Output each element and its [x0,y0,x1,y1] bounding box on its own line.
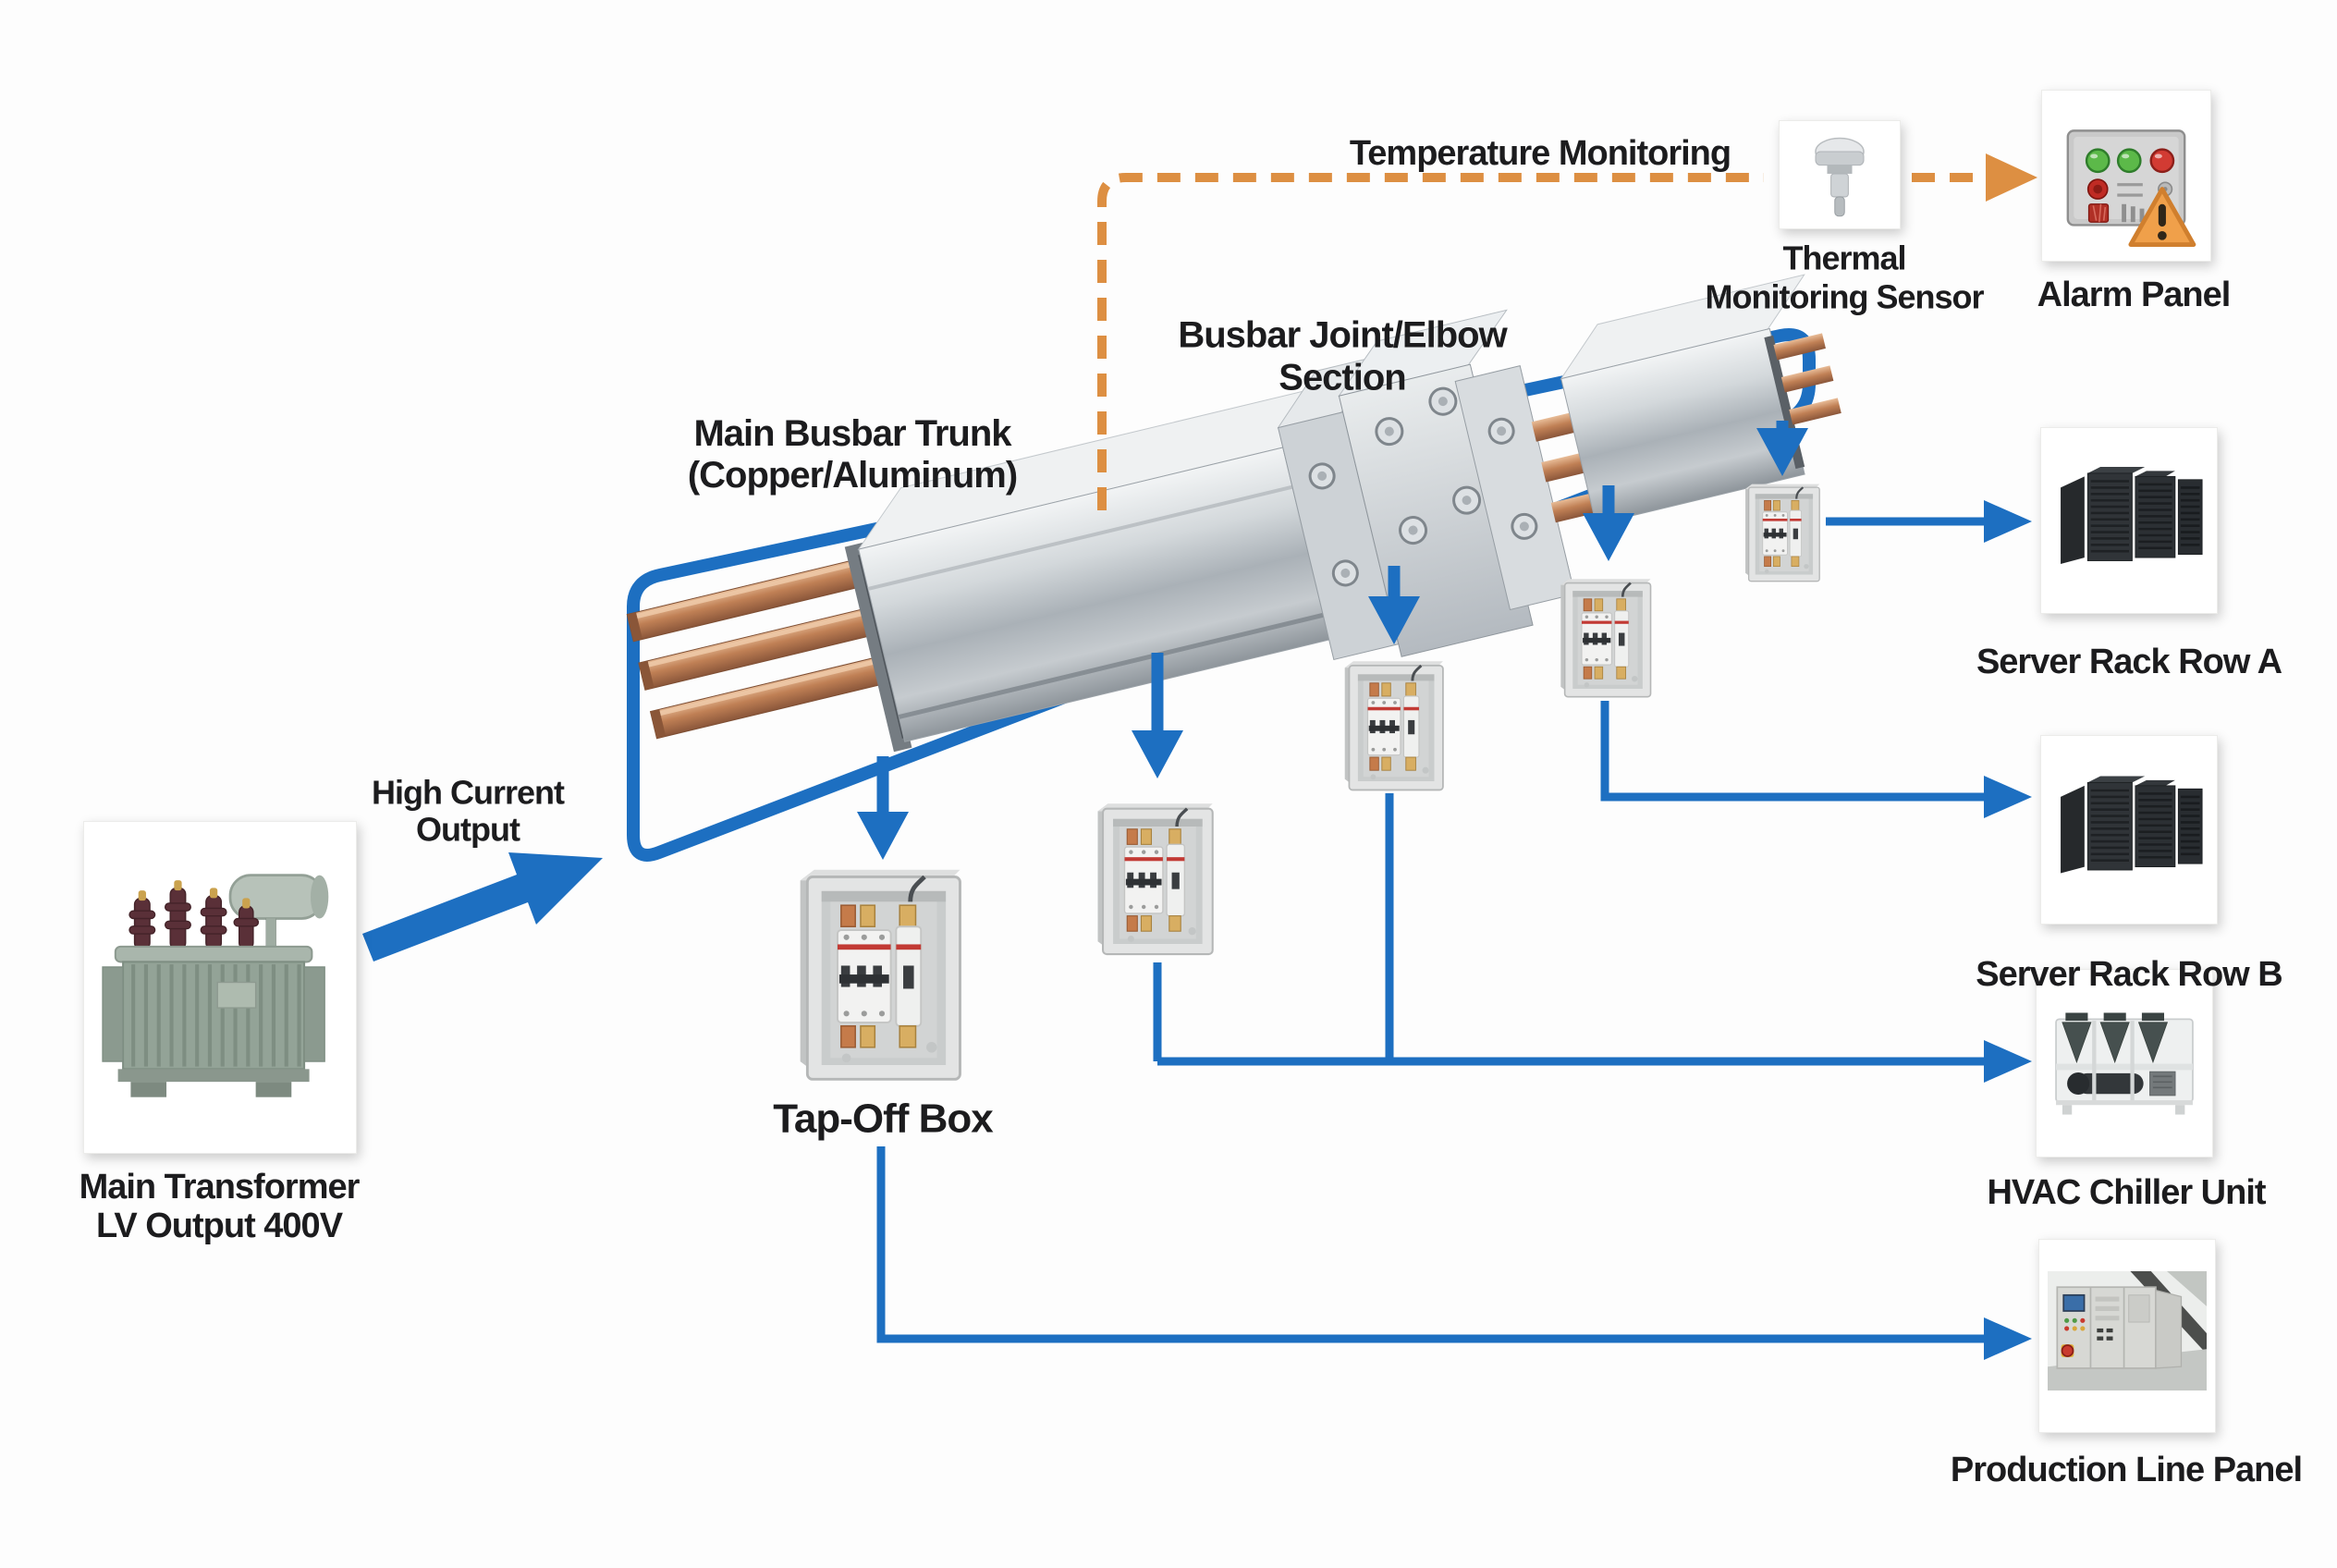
hvac-chiller-text: HVAC Chiller Unit [1987,1172,2266,1212]
thermal-sensor-icon [1815,137,1865,217]
temperature-monitoring-text: Temperature Monitoring [1349,133,1731,173]
busbar-duct-far [1560,274,1841,525]
temperature-monitoring-label: Temperature Monitoring [1350,133,1731,174]
server-rack-a-card [2040,427,2218,614]
alarm-panel-illustration [2066,129,2196,247]
tap-off-box-5 [1741,481,1826,586]
hvac-chiller-illustration [2055,1012,2194,1115]
production-panel-label: Production Line Panel [1950,1450,2303,1490]
transformer-label-line2: LV Output 400V [95,1207,343,1245]
copper-bars [626,551,919,740]
status-leds [2085,148,2175,174]
busbar-joint-label-line2: Section [1279,357,1406,398]
server-rack-b-card [2040,735,2218,925]
server-rack-a-label: Server Rack Row A [1976,642,2282,682]
high-current-label-line2: Output [416,811,520,849]
busbar-joint-illustration [1277,309,1599,661]
alarm-panel-card [2041,90,2211,262]
condenser-fans [2062,1022,2169,1064]
high-current-arrow [362,852,603,962]
server-rack-b-label: Server Rack Row B [1976,954,2282,995]
production-panel-card [2038,1239,2216,1433]
production-panel-illustration [2048,1271,2207,1390]
main-busbar-label: Main Busbar Trunk (Copper/Aluminum) [687,413,1018,496]
tap-off-box-2 [1093,791,1220,969]
server-rack-illustration [2061,776,2203,874]
temperature-monitoring-path [1097,153,2037,510]
transformer-label-line1: Main Transformer [79,1168,361,1207]
transformer-illustration [102,874,329,1097]
main-busbar-label-line1: Main Busbar Trunk [693,413,1011,455]
transformer-label: Main Transformer LV Output 400V [79,1168,361,1246]
busbar-duct-main [844,385,1330,753]
server-rack-b-text: Server Rack Row B [1976,954,2282,994]
tap-off-box-label: Tap-Off Box [773,1095,993,1142]
busbar-trunk-illustration [626,274,1841,753]
thermal-sensor-label: Thermal Monitoring Sensor [1705,239,1985,316]
alarm-panel-text: Alarm Panel [2037,275,2232,314]
hvac-chiller-card [2036,969,2213,1158]
tap-off-box-text: Tap-Off Box [773,1096,993,1142]
bushings [128,880,260,950]
warning-triangle-icon [2128,187,2196,247]
thermal-sensor-label-line2: Monitoring Sensor [1705,277,1985,315]
thermal-sensor-card [1779,120,1901,229]
transformer-card [83,821,357,1154]
busbar-joint-label: Busbar Joint/Elbow Section [1178,314,1507,398]
hvac-chiller-label: HVAC Chiller Unit [1987,1172,2266,1213]
tap-off-box-main [793,862,971,1091]
production-panel-text: Production Line Panel [1950,1450,2303,1489]
tap-off-box-3 [1340,656,1450,797]
high-current-label: High Current Output [372,773,565,850]
tap-off-box-4 [1557,571,1657,706]
tap-off-drop-arrows [857,421,1808,860]
alarm-panel-label: Alarm Panel [2037,275,2232,315]
thermal-sensor-label-line1: Thermal [1782,239,1906,277]
load-feeder-lines [876,500,2032,1360]
server-rack-illustration [2061,467,2203,564]
high-current-label-line1: High Current [372,773,565,812]
busbar-joint-label-line1: Busbar Joint/Elbow [1178,314,1507,356]
server-rack-a-text: Server Rack Row A [1976,642,2282,681]
main-busbar-label-line2: (Copper/Aluminum) [687,455,1018,496]
